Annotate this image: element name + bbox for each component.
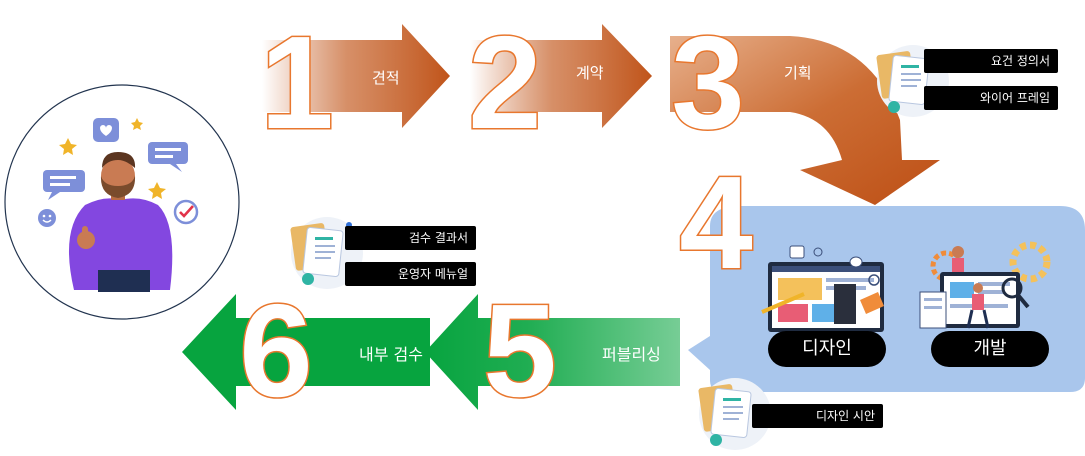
step-number-3: 3: [671, 9, 744, 156]
person-icon: [4, 84, 240, 320]
arrow-step2: [470, 24, 652, 128]
step-number-6: 6: [239, 277, 312, 424]
step-number-4: 4: [679, 149, 752, 296]
review-doc-tag-1: 검수 결과서: [345, 226, 476, 250]
development-icon: [919, 241, 1051, 329]
step-label-3: 기획: [784, 64, 812, 82]
step-number-5: 5: [483, 277, 556, 424]
review-doc-tag-2: 운영자 메뉴얼: [345, 262, 476, 286]
design-pill: 디자인: [768, 331, 886, 367]
dev-pill: 개발: [931, 331, 1049, 367]
step-number-1: 1: [260, 9, 333, 156]
design-doc-tag: 디자인 시안: [752, 404, 883, 428]
arrow-step6: [182, 294, 430, 410]
planning-doc-tag-1: 요건 정의서: [924, 49, 1058, 73]
planning-doc-tag-2: 와이어 프레임: [924, 86, 1058, 110]
step-label-6: 내부 검수: [359, 345, 423, 364]
design-screen-icon: [761, 245, 884, 332]
step-label-5: 퍼블리싱: [602, 345, 661, 364]
arrow-step3: [670, 36, 940, 205]
arrow-step1: [262, 24, 450, 128]
step-label-2: 계약: [576, 64, 604, 82]
document-stack-icon: [698, 378, 771, 450]
arrow-step5: [425, 294, 680, 410]
step-label-1: 견적: [372, 69, 400, 87]
step-number-2: 2: [468, 9, 541, 156]
